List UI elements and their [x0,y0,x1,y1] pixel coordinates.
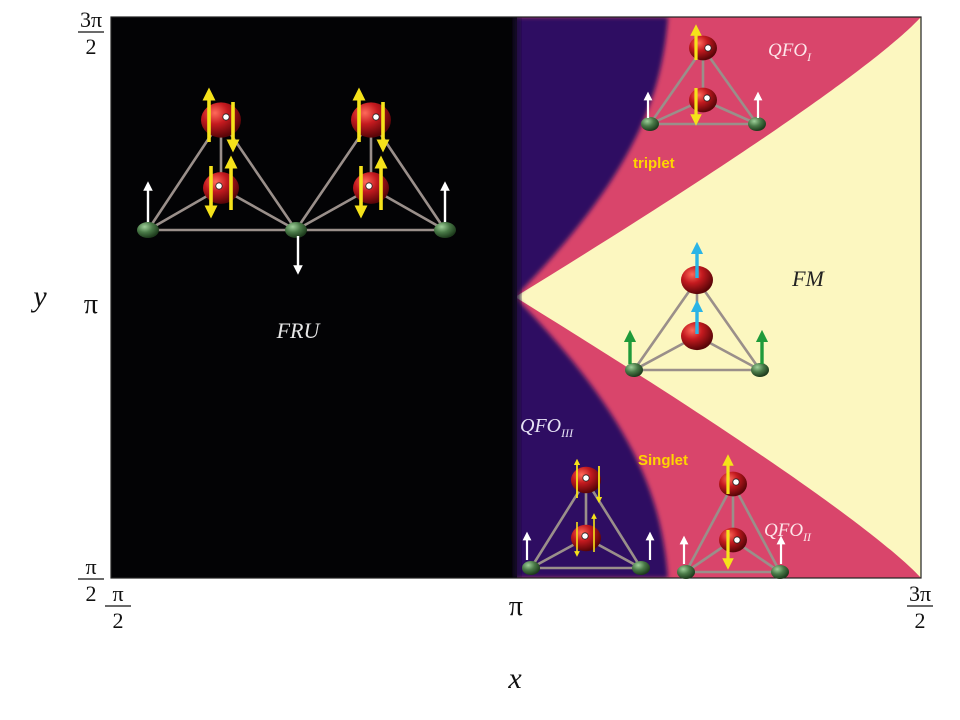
green-site [625,363,643,377]
region-label-qfo2: QFOII [764,520,812,544]
bond [684,482,735,574]
y-tick-label-2-denominator: 2 [86,581,97,606]
electron-dot [704,44,712,52]
y-tick-label-0-numerator: 3π [80,7,102,32]
green-site [771,565,789,579]
bond [632,278,699,372]
green-site [751,363,769,377]
green-site [632,561,650,575]
green-site [748,117,766,131]
electron-dot [365,182,373,190]
region-label-qfo1: QFOI [768,40,812,64]
fru-base-sites [137,181,456,275]
y-tick-label-1-text: π [84,289,98,320]
green-site [522,561,540,575]
spin-clusters [137,24,789,579]
qfo1-tetrahedron [641,24,766,131]
annotation-triplet: triplet [633,155,675,172]
red-ion [689,35,717,61]
bond [584,478,643,570]
fru-tetrahedron-1 [146,87,298,232]
bond [701,46,759,126]
electron-dot [733,536,741,544]
x-tick-label-0-numerator: π [112,581,123,606]
y-tick-label-2: π2 [78,554,104,606]
red-ion [689,87,717,113]
annotation-singlet: Singlet [638,452,688,469]
qfo3-tetrahedron [522,458,655,575]
green-site [137,222,159,238]
red-ion [201,102,241,138]
electron-dot [222,113,230,121]
y-axis-label: y [30,280,47,313]
green-site [285,222,307,238]
x-tick-label-2-numerator: 3π [909,581,931,606]
x-tick-label-0-denominator: 2 [113,608,124,633]
bond [648,46,705,126]
red-ion [719,527,747,553]
region-fru-fill [111,17,517,578]
green-site [434,222,456,238]
red-ion [681,265,713,295]
y-tick-label-0-denominator: 2 [86,34,97,59]
x-tick-label-1: π [509,591,523,622]
y-tick-label-0: 3π2 [78,7,104,59]
plot-area [111,17,921,578]
y-tick-label-1: π [84,289,98,320]
fm-tetrahedron [623,241,769,377]
x-tick-label-0: π2 [105,581,131,633]
red-ion [719,471,747,497]
electron-dot [372,113,380,121]
y-tick-label-2-numerator: π [85,554,96,579]
plot-frame [110,16,922,579]
green-site [641,117,659,131]
electron-dot [581,532,589,540]
x-tick-label-1-text: π [509,591,523,622]
x-tick-label-2-denominator: 2 [915,608,926,633]
electron-dot [582,474,590,482]
electron-dot [215,182,223,190]
bond [695,278,762,372]
region-label-fru: FRU [276,318,322,343]
fru-tetrahedron-2 [294,87,447,232]
red-ion [681,321,713,351]
green-site [677,565,695,579]
electron-dot [703,94,711,102]
red-ion [351,102,391,138]
bond [731,482,782,574]
region-label-qfo3: QFOIII [520,415,574,440]
x-tick-label-2: 3π2 [907,581,933,633]
x-axis-label: x [507,662,522,695]
qfo2-tetrahedron [677,454,789,579]
electron-dot [732,478,740,486]
region-label-fm: FM [791,266,825,291]
